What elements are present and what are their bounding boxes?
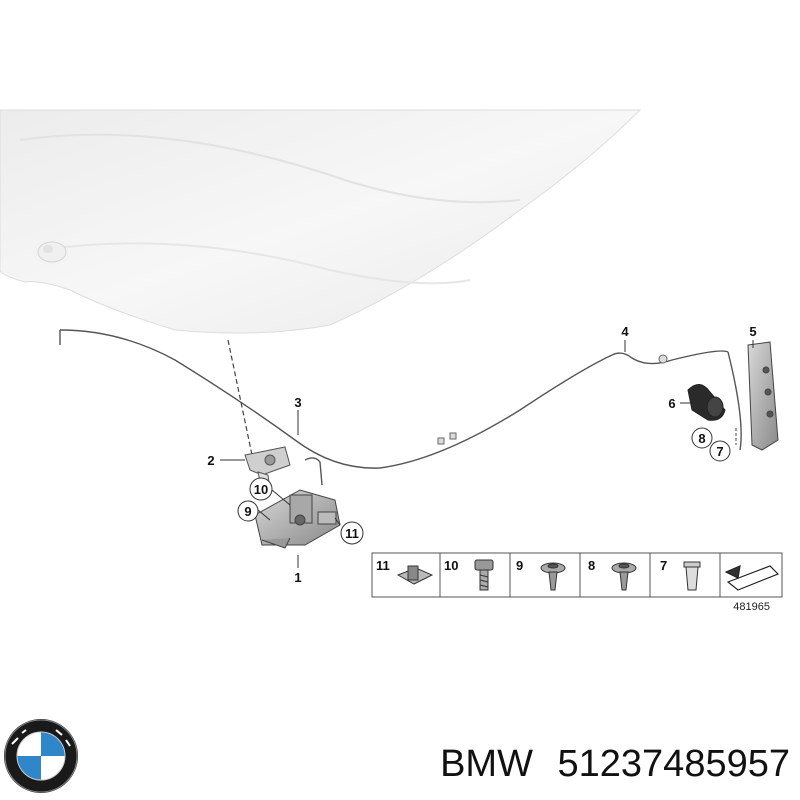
cable-holder-bracket	[747, 341, 779, 451]
direction-arrow-icon	[724, 565, 780, 591]
callout-8: 8	[698, 431, 705, 446]
guide-dashed-line	[227, 339, 253, 456]
leader-lines	[220, 340, 754, 568]
expanding-rivet-icon	[683, 561, 701, 591]
callout-4: 4	[621, 324, 629, 339]
callout-11: 11	[345, 526, 359, 541]
legend-label-9: 9	[516, 558, 523, 573]
legend-label-10: 10	[444, 558, 458, 573]
callout-10-ring	[249, 477, 273, 501]
callout-1: 1	[294, 570, 301, 585]
callout-7-ring	[709, 440, 731, 462]
brand-name: BMW	[440, 743, 533, 785]
callouts: 1 2 3 4 5 6 7 8 9 10 11	[207, 324, 756, 585]
callout-8-ring	[691, 427, 713, 449]
legend-label-8: 8	[588, 558, 595, 573]
legend-label-11: 11	[376, 558, 390, 573]
hex-bolt-icon	[474, 559, 494, 591]
callout-5: 5	[749, 324, 756, 339]
callout-7: 7	[716, 444, 723, 459]
cable-clips	[437, 354, 668, 445]
collar-screw-icon	[540, 562, 566, 591]
screw-icon	[611, 562, 637, 591]
callout-2: 2	[207, 453, 214, 468]
callout-3: 3	[294, 395, 301, 410]
clip-nut-icon	[396, 565, 434, 585]
hood-illustration	[0, 109, 642, 334]
part-number: 51237485957	[558, 743, 790, 785]
rubber-grommet	[687, 384, 726, 421]
hood-lock-assembly	[254, 489, 341, 549]
bmw-roundel-icon	[4, 719, 78, 793]
diagram-code: 481965	[733, 601, 770, 613]
callout-10: 10	[254, 482, 268, 497]
callout-6: 6	[668, 396, 675, 411]
brand-part-label: BMW 51237485957	[440, 743, 790, 785]
callout-9-ring	[237, 500, 259, 522]
callout-9: 9	[244, 504, 251, 519]
callout-11-ring	[340, 521, 364, 545]
fastener-legend: 11 10 9 8 7	[371, 552, 783, 613]
legend-label-7: 7	[660, 558, 667, 573]
release-cable	[59, 329, 742, 486]
